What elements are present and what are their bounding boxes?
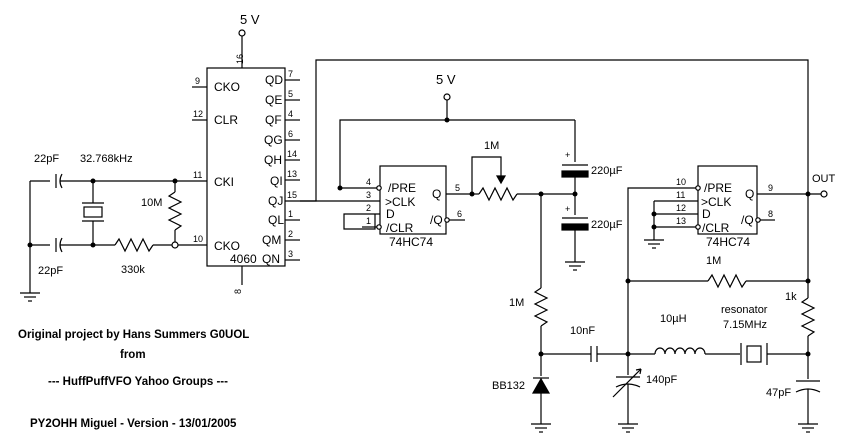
label-qh: QH: [264, 153, 282, 167]
ff1-pin-1: 1: [366, 216, 371, 226]
label-qn: QN: [262, 252, 280, 266]
label-qj: QJ: [268, 194, 283, 208]
ff1-pin-3: 3: [366, 190, 371, 200]
ff2-label-pre: /PRE: [704, 181, 732, 195]
ic-74hc74-1: /PRE >CLK D /CLR Q /Q 74HC74 4 3 2 1 5 6: [337, 117, 575, 249]
credit-line-3: --- HuffPuffVFO Yahoo Groups ---: [48, 376, 228, 388]
label-qg: QG: [264, 133, 283, 147]
resistor-1m-feedback-label: 1M: [706, 255, 721, 267]
ff1-name: 74HC74: [389, 235, 433, 249]
label-qd: QD: [265, 73, 283, 87]
ff2-pin-10: 10: [676, 177, 686, 187]
pin-6: 6: [288, 129, 293, 139]
pin-16: 16: [235, 54, 245, 64]
credit-line-2: from: [120, 349, 146, 361]
pin-7: 7: [288, 69, 293, 79]
ff1-pin-5: 5: [455, 183, 460, 193]
resonator-label: resonator: [721, 304, 768, 316]
ff2-pin-11: 11: [676, 190, 685, 200]
credit-line-4: PY2OHH Miguel - Version - 13/01/2005: [30, 418, 237, 430]
label-clr: CLR: [214, 113, 238, 127]
resistor-330k-label: 330k: [121, 264, 145, 276]
supply-label-left: 5 V: [240, 12, 260, 27]
label-ql: QL: [268, 213, 284, 227]
resonator-freq-label: 7.15MHz: [723, 319, 767, 331]
pin-11: 11: [193, 170, 202, 180]
credit-line-1: Original project by Hans Summers G0UOL: [18, 329, 249, 341]
ff2-label-d: D: [702, 207, 711, 221]
pin-1: 1: [288, 209, 293, 219]
trimmer-label: 140pF: [646, 374, 677, 386]
ff2-label-clk: >CLK: [701, 195, 731, 209]
capacitor-pair-220uf: + 220µF + 220µF: [561, 120, 623, 271]
ff2-label-qn: /Q: [741, 213, 754, 227]
output-network: OUT 1k 47pF: [300, 59, 836, 433]
out-label: OUT: [812, 173, 836, 185]
ic-74hc74-2: /PRE >CLK D /CLR Q /Q 74HC74 10 11 12 13…: [644, 165, 821, 249]
pin-4: 4: [288, 109, 293, 119]
varicap-label: BB132: [492, 380, 525, 392]
potentiometer-1m: 1M: [469, 140, 575, 202]
cap-47pf-label: 47pF: [766, 387, 791, 399]
label-cko-top: CKO: [214, 80, 240, 94]
pin-9: 9: [195, 76, 200, 86]
label-cki: CKI: [214, 175, 234, 189]
ff1-label-qn: /Q: [430, 213, 443, 227]
ff1-pin-6: 6: [457, 209, 462, 219]
inductor-label: 10µH: [660, 313, 687, 325]
pin-8: 8: [233, 289, 243, 294]
pin-15: 15: [287, 190, 297, 200]
crystal-oscillator: 22pF 32.768kHz 22pF 330k 10M: [20, 153, 183, 302]
pin-12: 12: [193, 109, 203, 119]
crystal-label: 32.768kHz: [80, 153, 133, 165]
cap2-plus: +: [565, 204, 570, 214]
label-qe: QE: [265, 93, 282, 107]
resistor-10m-label: 10M: [141, 197, 162, 209]
label-qf: QF: [265, 113, 282, 127]
pin-3: 3: [288, 249, 293, 259]
ff2-pin-9: 9: [768, 183, 773, 193]
label-qi: QI: [270, 174, 283, 188]
ff1-label-d: D: [386, 207, 395, 221]
resistor-1k-label: 1k: [785, 291, 797, 303]
pin-10: 10: [193, 234, 203, 244]
ff2-name: 74HC74: [706, 235, 750, 249]
cap-10nf-label: 10nF: [570, 325, 595, 337]
ff2-label-clr: /CLR: [702, 221, 730, 235]
cap2-label: 220µF: [591, 219, 623, 231]
ff2-pin-12: 12: [676, 203, 686, 213]
pin-13: 13: [287, 169, 297, 179]
resistor-1m-vari-label: 1M: [509, 297, 524, 309]
pot-label: 1M: [484, 140, 499, 152]
ff2-pin-8: 8: [768, 209, 773, 219]
credits: Original project by Hans Summers G0UOL f…: [18, 329, 249, 430]
supply-label-middle: 5 V: [436, 72, 456, 87]
ff1-label-clk: >CLK: [385, 195, 415, 209]
tank-circuit: 1M 140pF 10µH resonator 7.15MHz: [612, 187, 808, 433]
pin-2: 2: [288, 229, 293, 239]
ff2-pin-13: 13: [676, 216, 686, 226]
pin-5: 5: [288, 89, 293, 99]
label-qm: QM: [262, 233, 281, 247]
varicap-bias: 1M BB132 10nF: [492, 194, 628, 433]
supply-5v-middle: 5 V: [436, 72, 456, 120]
ic-4060: 5 V 16 8 CKO CLR CKI CKO 4060 9 12 11 10…: [175, 12, 362, 294]
cap-22pf-top-label: 22pF: [34, 153, 59, 165]
label-cko-bottom: CKO: [214, 239, 240, 253]
ff1-label-pre: /PRE: [388, 181, 416, 195]
cap-22pf-bottom-label: 22pF: [38, 265, 63, 277]
ff1-pin-2: 2: [366, 203, 371, 213]
ic-4060-name: 4060: [230, 252, 257, 266]
ff2-label-q: Q: [745, 187, 754, 201]
ff1-label-clr: /CLR: [386, 221, 414, 235]
cap1-plus: +: [565, 150, 570, 160]
ff1-pin-4: 4: [366, 177, 371, 187]
pin-14: 14: [287, 149, 297, 159]
cap1-label: 220µF: [591, 165, 623, 177]
ff1-label-q: Q: [432, 187, 441, 201]
